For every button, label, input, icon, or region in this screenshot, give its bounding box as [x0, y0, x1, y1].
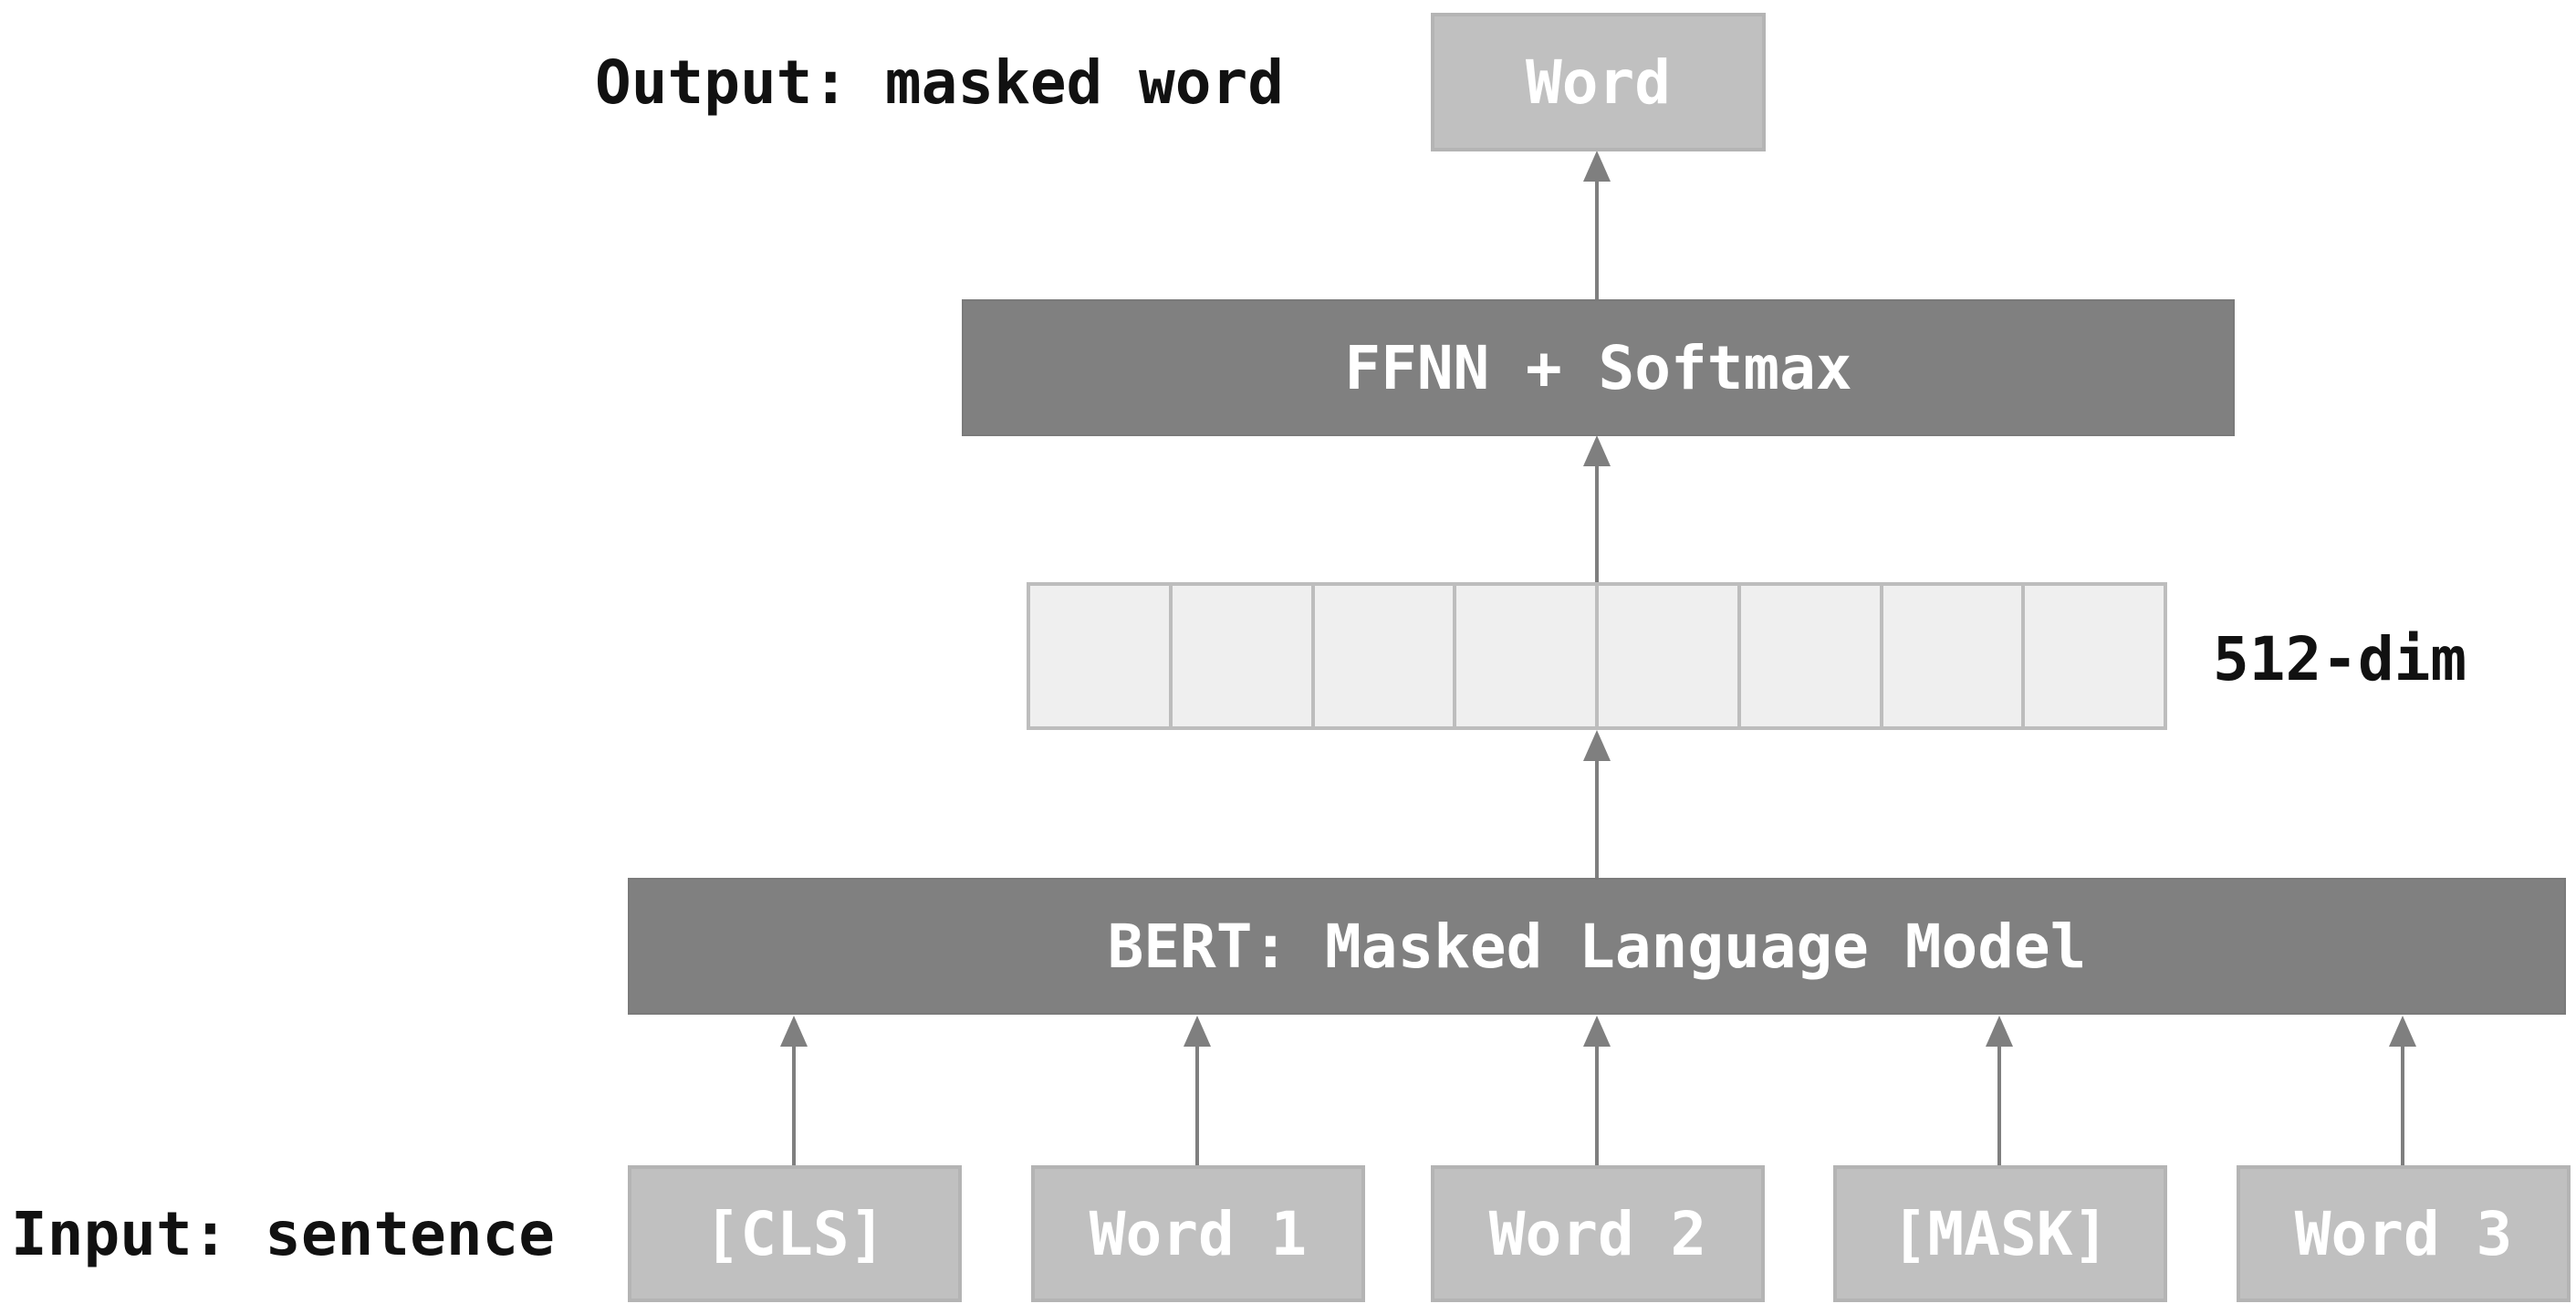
input-label: Input: sentence — [11, 1199, 556, 1269]
arrow-output — [1583, 151, 1611, 299]
token-word-3: Word 3 — [2237, 1165, 2571, 1302]
vector-cell — [1314, 586, 1457, 726]
arrow-ffnn — [1583, 435, 1611, 582]
vector-cell — [1740, 586, 1883, 726]
vector-cell — [1456, 586, 1599, 726]
token-mask: [MASK] — [1833, 1165, 2167, 1302]
output-word-box: Word — [1431, 13, 1766, 151]
arrow-token-4 — [1986, 1016, 2013, 1165]
arrow-token-2 — [1184, 1016, 1211, 1165]
ffnn-softmax-block: FFNN + Softmax — [962, 299, 2235, 436]
bert-block: BERT: Masked Language Model — [628, 878, 2566, 1015]
output-label: Output: masked word — [595, 47, 1284, 118]
vector-dim-label: 512-dim — [2213, 624, 2467, 694]
embedding-vector — [1027, 582, 2167, 730]
token-cls: [CLS] — [628, 1165, 962, 1302]
vector-cell — [1172, 586, 1315, 726]
vector-cell — [1030, 586, 1173, 726]
token-word-1: Word 1 — [1031, 1165, 1365, 1302]
vector-cell — [1882, 586, 2026, 726]
arrow-token-1 — [780, 1016, 808, 1165]
arrow-token-5 — [2389, 1016, 2416, 1165]
vector-cell — [2025, 586, 2164, 726]
vector-cell — [1599, 586, 1741, 726]
arrow-vector — [1583, 730, 1611, 878]
token-word-2: Word 2 — [1431, 1165, 1765, 1302]
arrow-token-3 — [1583, 1016, 1611, 1165]
